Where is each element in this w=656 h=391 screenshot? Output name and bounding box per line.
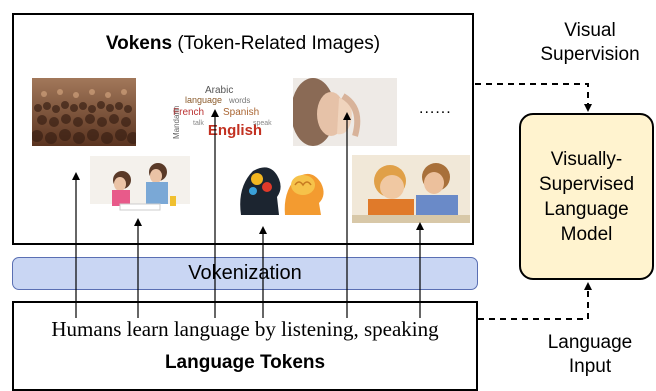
children-talking-image — [352, 155, 470, 223]
language-tokens-title: Language Tokens — [164, 352, 326, 373]
visually-supervised-language-model-box: Visually- Supervised Language Model — [519, 113, 654, 280]
language-input-label: Language Input — [547, 332, 633, 377]
visual-supervision-connector — [475, 83, 589, 106]
svg-text:Mandarin: Mandarin — [172, 106, 181, 139]
mother-daughter-reading-image — [90, 156, 190, 222]
svg-text:French: French — [173, 107, 204, 118]
connectors — [72, 83, 592, 320]
svg-text:Arabic: Arabic — [205, 85, 233, 96]
sentence-text: Humans learn language by listening, spea… — [51, 317, 439, 341]
svg-text:talk: talk — [193, 120, 204, 127]
language-input-connector — [478, 288, 589, 320]
svg-text:speak: speak — [253, 120, 272, 127]
crowd-image — [32, 78, 136, 146]
visual-supervision-label: Visual Supervision — [540, 20, 640, 65]
brain-heads-image — [233, 157, 331, 225]
language-word-cloud-image: Arabic language words French Spanish Eng… — [165, 79, 277, 145]
svg-text:language: language — [185, 95, 222, 105]
svg-text:Spanish: Spanish — [223, 107, 259, 118]
ellipsis-text: ...... — [419, 100, 452, 117]
svg-text:English: English — [208, 122, 262, 139]
vokens-title: Vokens (Token-Related Images) — [105, 33, 381, 54]
svg-text:words: words — [228, 96, 250, 105]
vokenization-bar: Vokenization — [12, 257, 478, 290]
